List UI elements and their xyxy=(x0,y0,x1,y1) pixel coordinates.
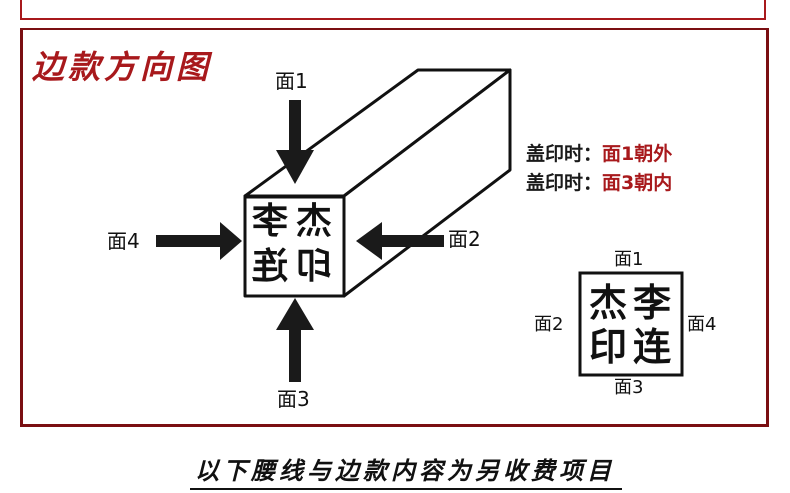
block-front-face xyxy=(243,194,346,298)
block-seal-char-top-left: 李 xyxy=(252,200,289,242)
footer-notice: 以下腰线与边款内容为另收费项目 xyxy=(195,456,615,485)
panel-title: 边款方向图 xyxy=(32,48,213,86)
footer-underline xyxy=(190,488,622,490)
impression-label-top: 面1 xyxy=(614,249,644,270)
arrow-face4 xyxy=(156,222,242,260)
seal-impression-frame xyxy=(578,271,684,377)
impression-char-top-left: 杰 xyxy=(589,280,628,325)
note-face3-in: 盖印时：面3朝内 xyxy=(526,172,673,194)
label-face2: 面2 xyxy=(448,227,481,251)
impression-char-bottom-right: 连 xyxy=(633,324,672,369)
impression-label-bottom: 面3 xyxy=(614,377,644,398)
label-face1: 面1 xyxy=(275,69,308,93)
impression-char-bottom-left: 印 xyxy=(589,324,628,369)
arrow-face1 xyxy=(276,100,314,184)
impression-label-right: 面4 xyxy=(687,314,717,335)
block-seal-char-bottom-right: 印 xyxy=(296,245,333,287)
impression-label-left: 面2 xyxy=(534,314,564,335)
label-face3: 面3 xyxy=(277,387,310,411)
label-face4: 面4 xyxy=(107,229,140,253)
arrow-face3 xyxy=(276,298,314,382)
block-seal-char-top-right: 杰 xyxy=(296,200,333,242)
impression-char-top-right: 李 xyxy=(633,280,672,325)
note-face1-out: 盖印时：面1朝外 xyxy=(526,143,673,165)
top-banner-strip xyxy=(20,0,766,20)
arrow-face2 xyxy=(356,222,444,260)
block-seal-char-bottom-left: 连 xyxy=(252,245,289,287)
